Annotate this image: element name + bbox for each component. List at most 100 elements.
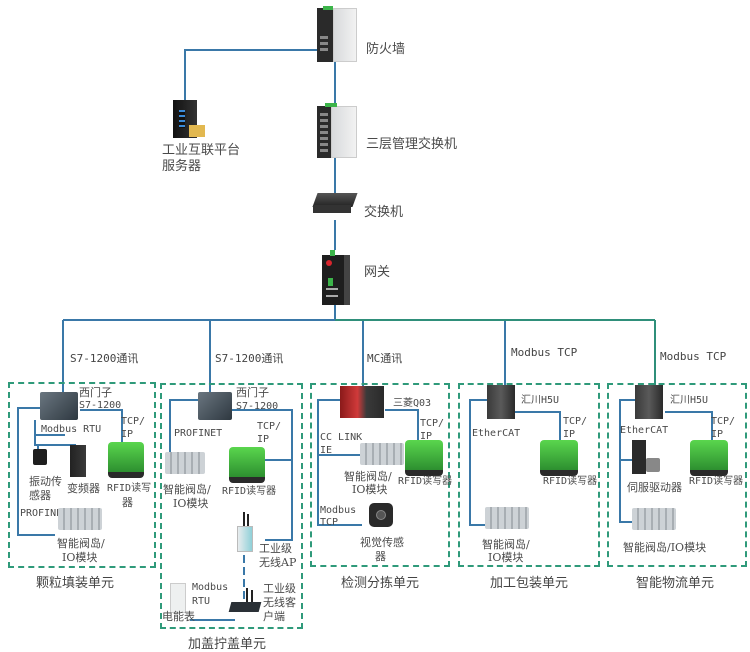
unit3-modbus-label-1: Modbus: [320, 505, 357, 516]
unit3-cclink-label-1: CC LINK: [320, 432, 363, 443]
protocol-label-4: Modbus TCP: [511, 346, 578, 359]
protocol-label-1: S7-1200通讯: [70, 352, 139, 365]
unit1-valve-label-1: 智能阀岛/: [57, 537, 105, 550]
unit3-valve-label-1: 智能阀岛/: [344, 470, 392, 483]
plc-inovance-icon[interactable]: [487, 385, 515, 419]
l3-switch-label: 三层管理交换机: [366, 137, 458, 152]
energy-meter-icon[interactable]: [170, 583, 186, 613]
unit1-vibration-label-1: 振动传: [29, 475, 62, 488]
unit1-vibration-label-2: 感器: [29, 489, 51, 502]
unit3-controller-label: 三菱Q03: [393, 398, 432, 409]
unit1-rfid-label-1: RFID读写: [107, 483, 152, 494]
rfid-reader-icon[interactable]: [229, 447, 265, 483]
server-icon[interactable]: [173, 100, 205, 140]
switch-label: 交换机: [364, 205, 404, 220]
unit1-tcpip-label-2: IP: [121, 429, 134, 440]
unit3-rfid-label: RFID读写器: [398, 476, 453, 487]
rfid-reader-icon[interactable]: [540, 440, 578, 476]
unit2-tcpip-label-1: TCP/: [257, 421, 282, 432]
valve-island-icon[interactable]: [360, 443, 404, 465]
unit3-modbus-label-2: TCP: [320, 517, 339, 528]
unit2-client-label-1: 工业级: [263, 582, 296, 595]
unit2-ap-label-2: 无线AP: [259, 556, 297, 569]
unit2-modbus-label-1: Modbus: [192, 582, 229, 593]
switch-icon[interactable]: [312, 193, 358, 215]
protocol-label-5: Modbus TCP: [660, 350, 727, 363]
unit3-cclink-label-2: IE: [320, 445, 333, 456]
unit4-tcpip-label-1: TCP/: [563, 416, 588, 427]
unit5-tcpip-label-2: IP: [711, 429, 724, 440]
unit5-rfid-label: RFID读写器: [689, 476, 744, 487]
wireless-client-icon[interactable]: [228, 588, 262, 614]
unit2-ap-label-1: 工业级: [259, 542, 292, 555]
protocol-label-3: MC通讯: [367, 352, 403, 365]
plc-siemens-icon[interactable]: [40, 392, 78, 420]
gateway-icon[interactable]: [322, 250, 352, 305]
valve-island-icon[interactable]: [632, 508, 676, 530]
unit2-modbus-label-2: RTU: [192, 596, 211, 607]
unit3-tcpip-label-2: IP: [420, 431, 433, 442]
unit-box-5: [607, 383, 747, 567]
unit-box-1: [8, 382, 156, 568]
unit2-meter-label: 电能表: [162, 610, 195, 623]
unit2-controller-line2: S7-1200: [236, 401, 279, 412]
server-label-line1: 工业互联平台: [162, 143, 241, 158]
unit1-modbus-label: Modbus RTU: [41, 424, 102, 435]
servo-drive-icon[interactable]: [632, 440, 662, 474]
unit2-profinet-label: PROFINET: [174, 428, 223, 439]
plc-mitsubishi-icon[interactable]: [340, 386, 384, 418]
unit3-tcpip-label-1: TCP/: [420, 418, 445, 429]
unit3-title: 检测分拣单元: [341, 576, 420, 591]
gateway-label: 网关: [364, 265, 391, 280]
unit5-valve-label: 智能阀岛/IO模块: [623, 541, 707, 554]
unit4-valve-label-2: IO模块: [488, 551, 524, 564]
unit4-rfid-label: RFID读写器: [543, 476, 598, 487]
inverter-icon[interactable]: [70, 445, 86, 477]
firewall-icon[interactable]: [317, 6, 357, 62]
unit2-valve-label-2: IO模块: [173, 497, 209, 510]
plc-inovance-icon[interactable]: [635, 385, 663, 419]
unit4-controller-label: 汇川H5U: [521, 395, 560, 406]
unit2-valve-label-1: 智能阀岛/: [163, 483, 211, 496]
unit2-rfid-label: RFID读写器: [222, 486, 277, 497]
unit2-controller-line1: 西门子: [236, 386, 269, 399]
link-firewall-server: [184, 49, 335, 103]
unit5-controller-label: 汇川H5U: [670, 395, 709, 406]
plc-siemens-icon[interactable]: [198, 392, 232, 420]
unit2-client-label-2: 无线客: [263, 596, 296, 609]
server-label-line2: 服务器: [162, 159, 202, 174]
unit-box-2: [160, 383, 303, 629]
valve-island-icon[interactable]: [58, 508, 102, 530]
unit2-title: 加盖拧盖单元: [188, 637, 267, 652]
l3-switch-icon[interactable]: [317, 103, 357, 158]
unit4-title: 加工包装单元: [490, 576, 569, 591]
unit2-client-label-3: 户端: [263, 610, 285, 623]
unit5-servo-label: 伺服驱动器: [627, 481, 682, 494]
unit1-controller-line2: S7-1200: [79, 400, 122, 411]
unit3-valve-label-2: IO模块: [352, 483, 388, 496]
unit1-valve-label-2: IO模块: [62, 551, 98, 564]
unit5-tcpip-label-1: TCP/: [711, 416, 736, 427]
rfid-reader-icon[interactable]: [405, 440, 443, 476]
firewall-label: 防火墙: [366, 42, 406, 57]
unit4-tcpip-label-2: IP: [563, 429, 576, 440]
protocol-label-2: S7-1200通讯: [215, 352, 284, 365]
unit2-tcpip-label-2: IP: [257, 434, 270, 445]
valve-island-icon[interactable]: [485, 507, 529, 529]
rfid-reader-icon[interactable]: [108, 442, 144, 478]
valve-island-icon[interactable]: [165, 452, 205, 474]
unit1-controller-line1: 西门子: [79, 386, 112, 399]
rfid-reader-icon[interactable]: [690, 440, 728, 476]
unit-box-4: [458, 383, 600, 567]
unit-box-3: [310, 383, 450, 567]
vibration-sensor-icon[interactable]: [33, 449, 47, 465]
wireless-ap-icon[interactable]: [237, 512, 253, 552]
unit1-title: 颗粒填装单元: [36, 576, 115, 591]
unit1-tcpip-label-1: TCP/: [121, 416, 146, 427]
unit5-ethercat-label: EtherCAT: [620, 425, 669, 436]
unit3-vision-label-2: 器: [375, 550, 386, 563]
unit4-valve-label-1: 智能阀岛/: [482, 538, 530, 551]
vision-sensor-icon[interactable]: [369, 503, 393, 527]
unit1-rfid-label-2: 器: [122, 496, 133, 509]
unit3-vision-label-1: 视觉传感: [360, 536, 404, 549]
